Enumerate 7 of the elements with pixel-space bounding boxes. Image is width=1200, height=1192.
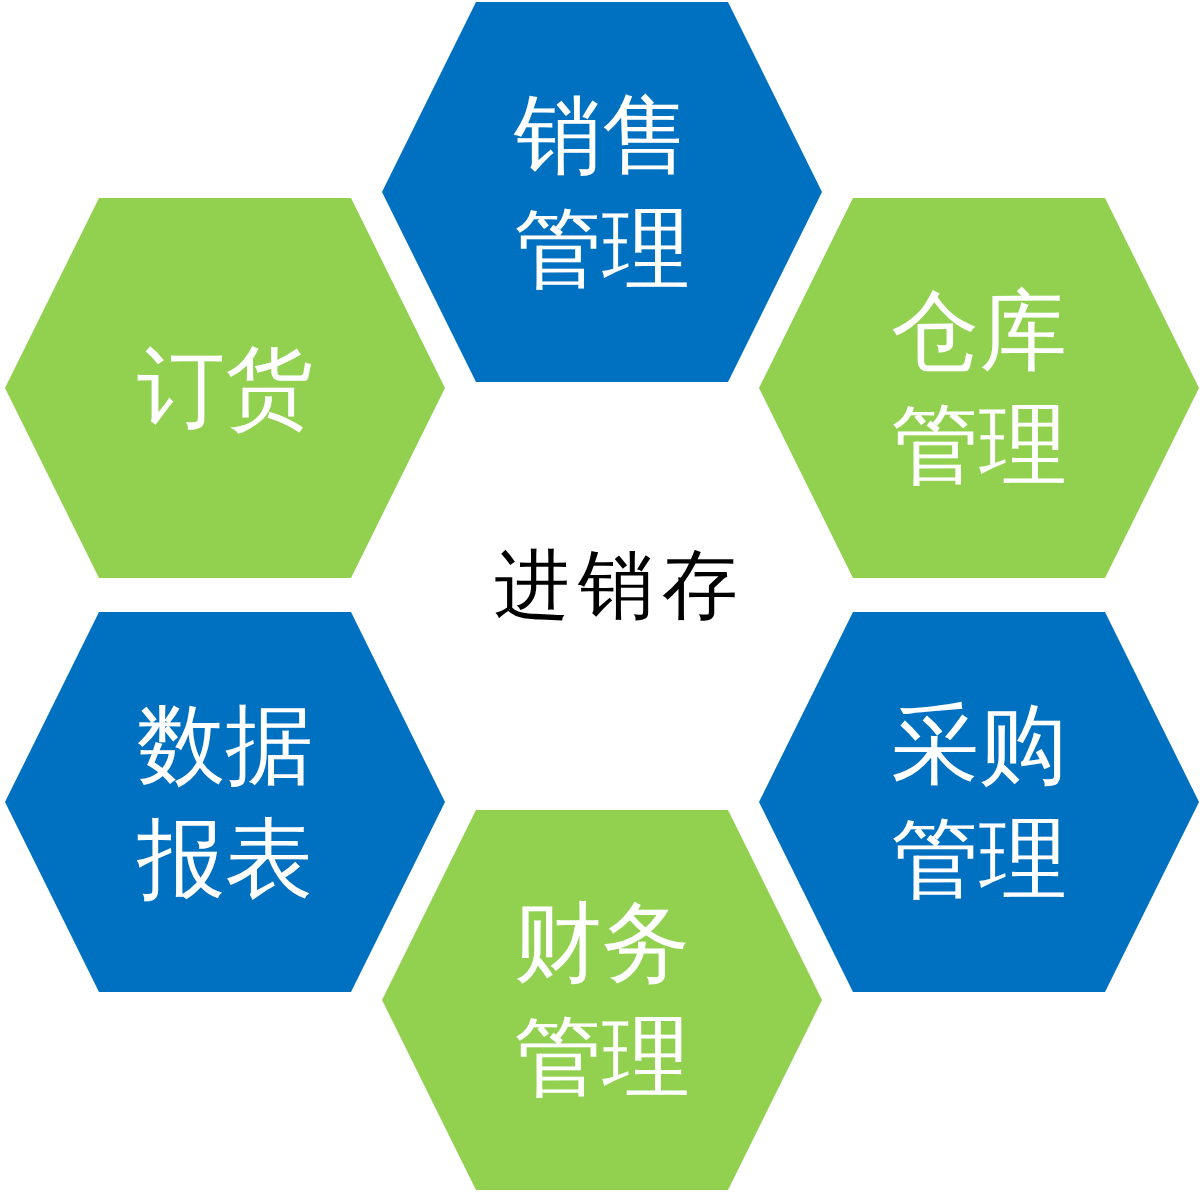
center-title: 进销存 — [493, 539, 747, 631]
hexagon-label: 财务管理 — [513, 889, 691, 1110]
hexagon-label: 数据报表 — [136, 691, 314, 912]
hexagon-label: 仓库管理 — [890, 277, 1068, 498]
hexagon-label: 销售管理 — [513, 81, 691, 302]
hexagon-label: 订货 — [136, 334, 314, 441]
hexagon-label: 采购管理 — [890, 691, 1068, 912]
